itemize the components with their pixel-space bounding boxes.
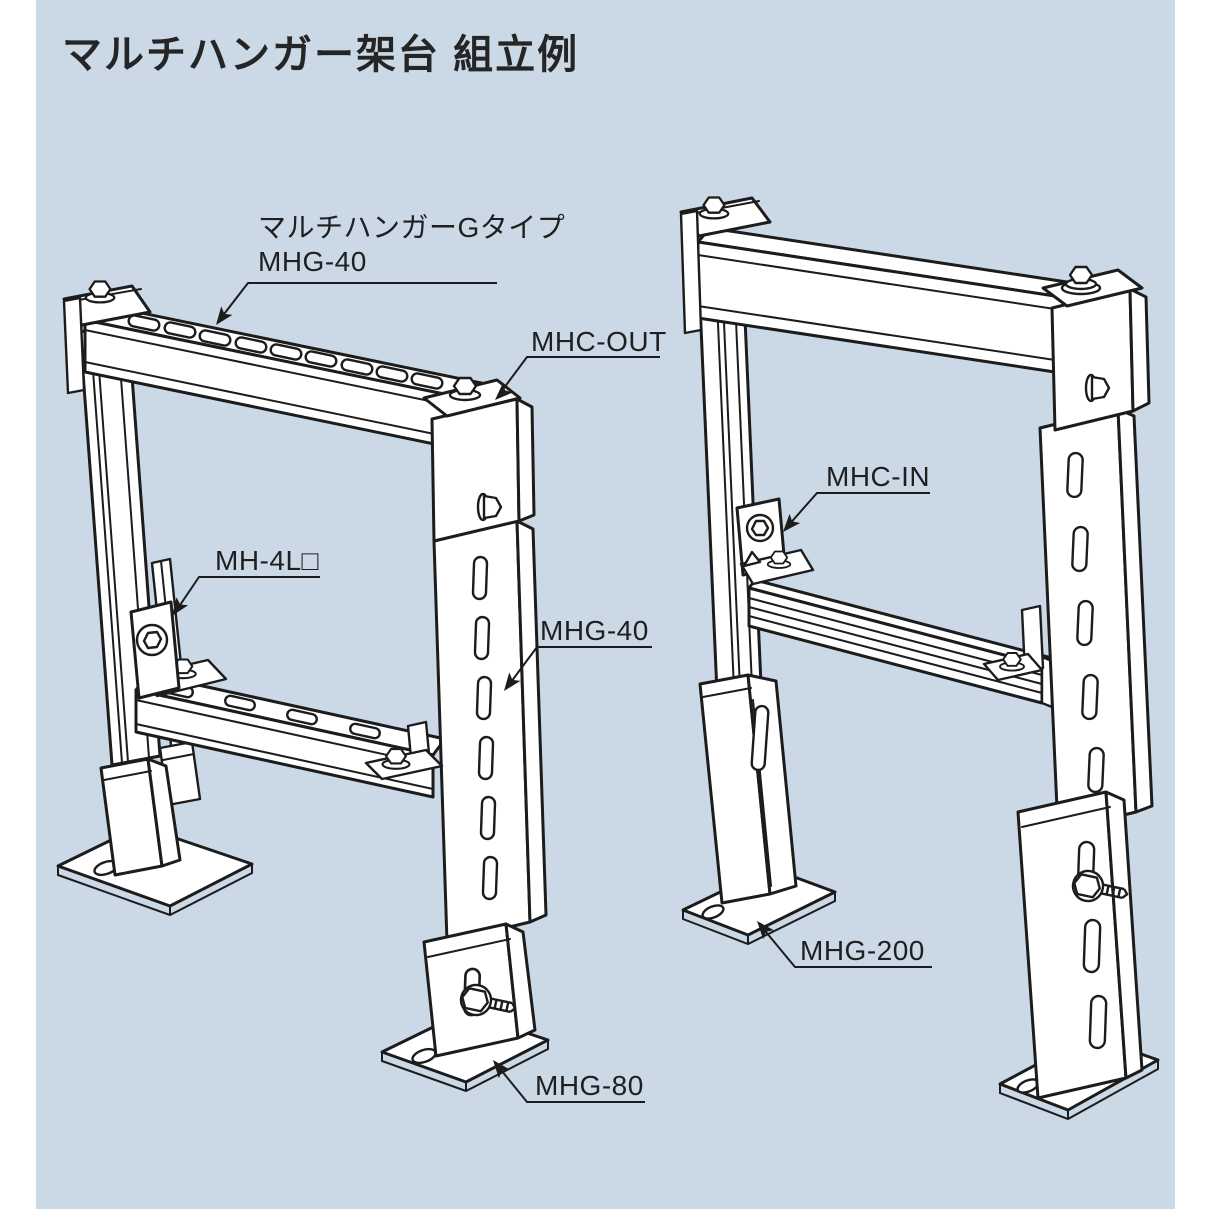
callout-hanger-type-line1: マルチハンガーGタイプ — [258, 212, 566, 243]
callout-mhg-40: MHG-40 — [540, 615, 649, 646]
left-frame-mid-rail — [134, 672, 447, 799]
mhg-80-foot — [380, 922, 550, 1093]
leader-lines — [166, 282, 932, 1103]
callout-mhc-out: MHC-OUT — [531, 326, 667, 357]
right-frame-right-leg — [1038, 407, 1154, 833]
mhg-200-foot-left — [681, 673, 837, 946]
callout-hanger-type-line2: MHG-40 — [258, 246, 367, 278]
callout-mhg-200: MHG-200 — [800, 935, 925, 966]
callout-hanger-type: マルチハンガーGタイプ MHG-40 — [258, 213, 565, 277]
callout-mhc-in: MHC-IN — [826, 461, 931, 492]
callout-mhg-80: MHG-80 — [535, 1070, 644, 1101]
left-frame-left-foot — [56, 757, 254, 917]
left-frame — [56, 280, 550, 1093]
mh-4l-bracket — [129, 600, 228, 700]
right-frame-corner-connector — [1041, 265, 1151, 432]
right-frame — [679, 196, 1160, 1121]
mhc-out-connector — [422, 376, 536, 543]
page-title: マルチハンガー架台 組立例 — [62, 33, 580, 77]
left-corner-connector — [62, 280, 152, 395]
left-frame-right-leg — [432, 519, 548, 944]
blue-panel — [36, 0, 1175, 1209]
mhc-in-connector — [735, 497, 815, 586]
callout-mh-4l: MH-4L□ — [215, 545, 319, 576]
right-frame-left-cap — [679, 196, 772, 335]
right-frame-mid-rail — [747, 578, 1054, 709]
mhg-200-foot-right — [998, 790, 1160, 1121]
